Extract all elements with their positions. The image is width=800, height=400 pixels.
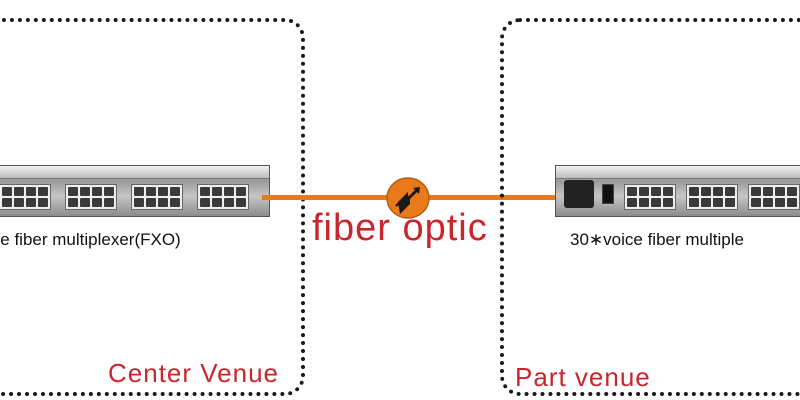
part-device-caption: 30∗voice fiber multiple	[570, 230, 744, 249]
device-top-panel	[0, 166, 269, 179]
part-venue-box	[500, 18, 800, 396]
part-multiplexer-device	[555, 165, 800, 217]
rj11-port-block	[624, 184, 676, 210]
device-top-panel	[556, 166, 800, 179]
power-switch-icon	[602, 184, 614, 204]
rj11-port-block	[748, 184, 800, 210]
center-venue-box	[0, 18, 305, 396]
part-venue-label: Part venue	[515, 362, 651, 392]
fiber-connector-icon	[386, 177, 430, 219]
rj11-port-block	[131, 184, 183, 210]
rj11-port-block	[686, 184, 738, 210]
fiber-optic-label: fiber optic	[312, 207, 488, 249]
center-multiplexer-device	[0, 165, 270, 217]
fiber-line-left	[262, 195, 392, 200]
center-venue-label: Center Venue	[108, 358, 280, 388]
power-inlet-icon	[564, 180, 594, 208]
rj11-port-block	[0, 184, 51, 210]
rj11-port-block	[197, 184, 249, 210]
fiber-line-right	[428, 195, 558, 200]
center-device-caption: ice fiber multiplexer(FXO)	[0, 230, 181, 249]
rj11-port-block	[65, 184, 117, 210]
